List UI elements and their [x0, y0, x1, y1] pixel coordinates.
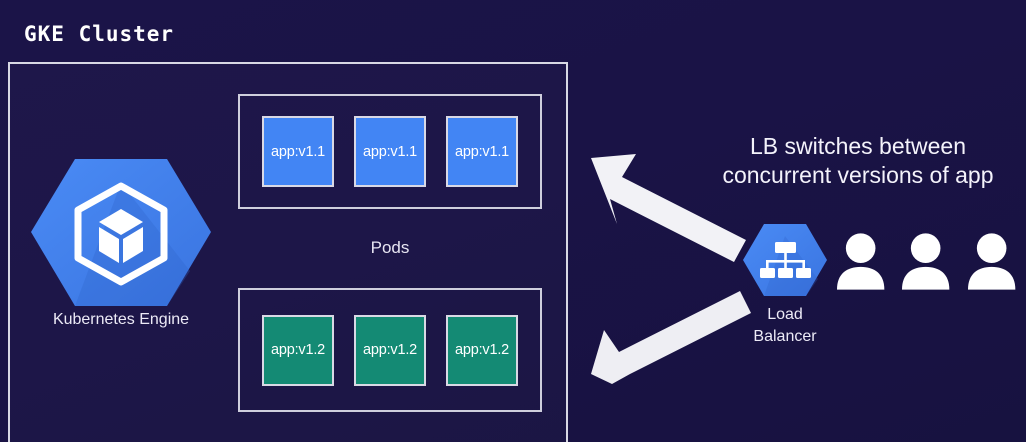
callout-line-1: LB switches between [749, 133, 967, 159]
load-balancer-label-line2: Balancer [753, 328, 817, 345]
user-person-icon [836, 233, 885, 290]
users-group [836, 232, 1016, 290]
pod-v11-1: app:v1.1 [262, 116, 334, 187]
kubernetes-engine-node: Kubernetes Engine [30, 155, 212, 340]
pod-v11-3: app:v1.1 [446, 116, 518, 187]
pod-group-v11: app:v1.1 app:v1.1 app:v1.1 [238, 94, 542, 209]
load-balancer-label-line1: Load [767, 306, 803, 323]
callout-text: LB switches between concurrent versions … [690, 132, 1026, 190]
page-title: GKE Cluster [24, 22, 175, 46]
load-balancer-hexagon-icon [742, 222, 828, 303]
pod-v12-2: app:v1.2 [354, 314, 426, 386]
arrow-to-v12-pods [591, 291, 751, 384]
kubernetes-engine-label: Kubernetes Engine [52, 311, 190, 328]
gke-cluster-boundary [8, 62, 568, 442]
pod-group-v12: app:v1.2 app:v1.2 app:v1.2 [238, 288, 542, 412]
kubernetes-engine-hexagon-icon [30, 155, 212, 310]
callout-line-2: concurrent versions of app [722, 162, 994, 188]
pod-v12-3: app:v1.2 [446, 314, 518, 386]
pod-v12-1: app:v1.2 [262, 314, 334, 386]
user-person-icon [967, 233, 1015, 290]
pods-caption: Pods [370, 238, 410, 257]
load-balancer-node: Load Balancer [742, 222, 828, 347]
user-person-icon [902, 233, 950, 290]
pod-v11-2: app:v1.1 [354, 116, 426, 187]
